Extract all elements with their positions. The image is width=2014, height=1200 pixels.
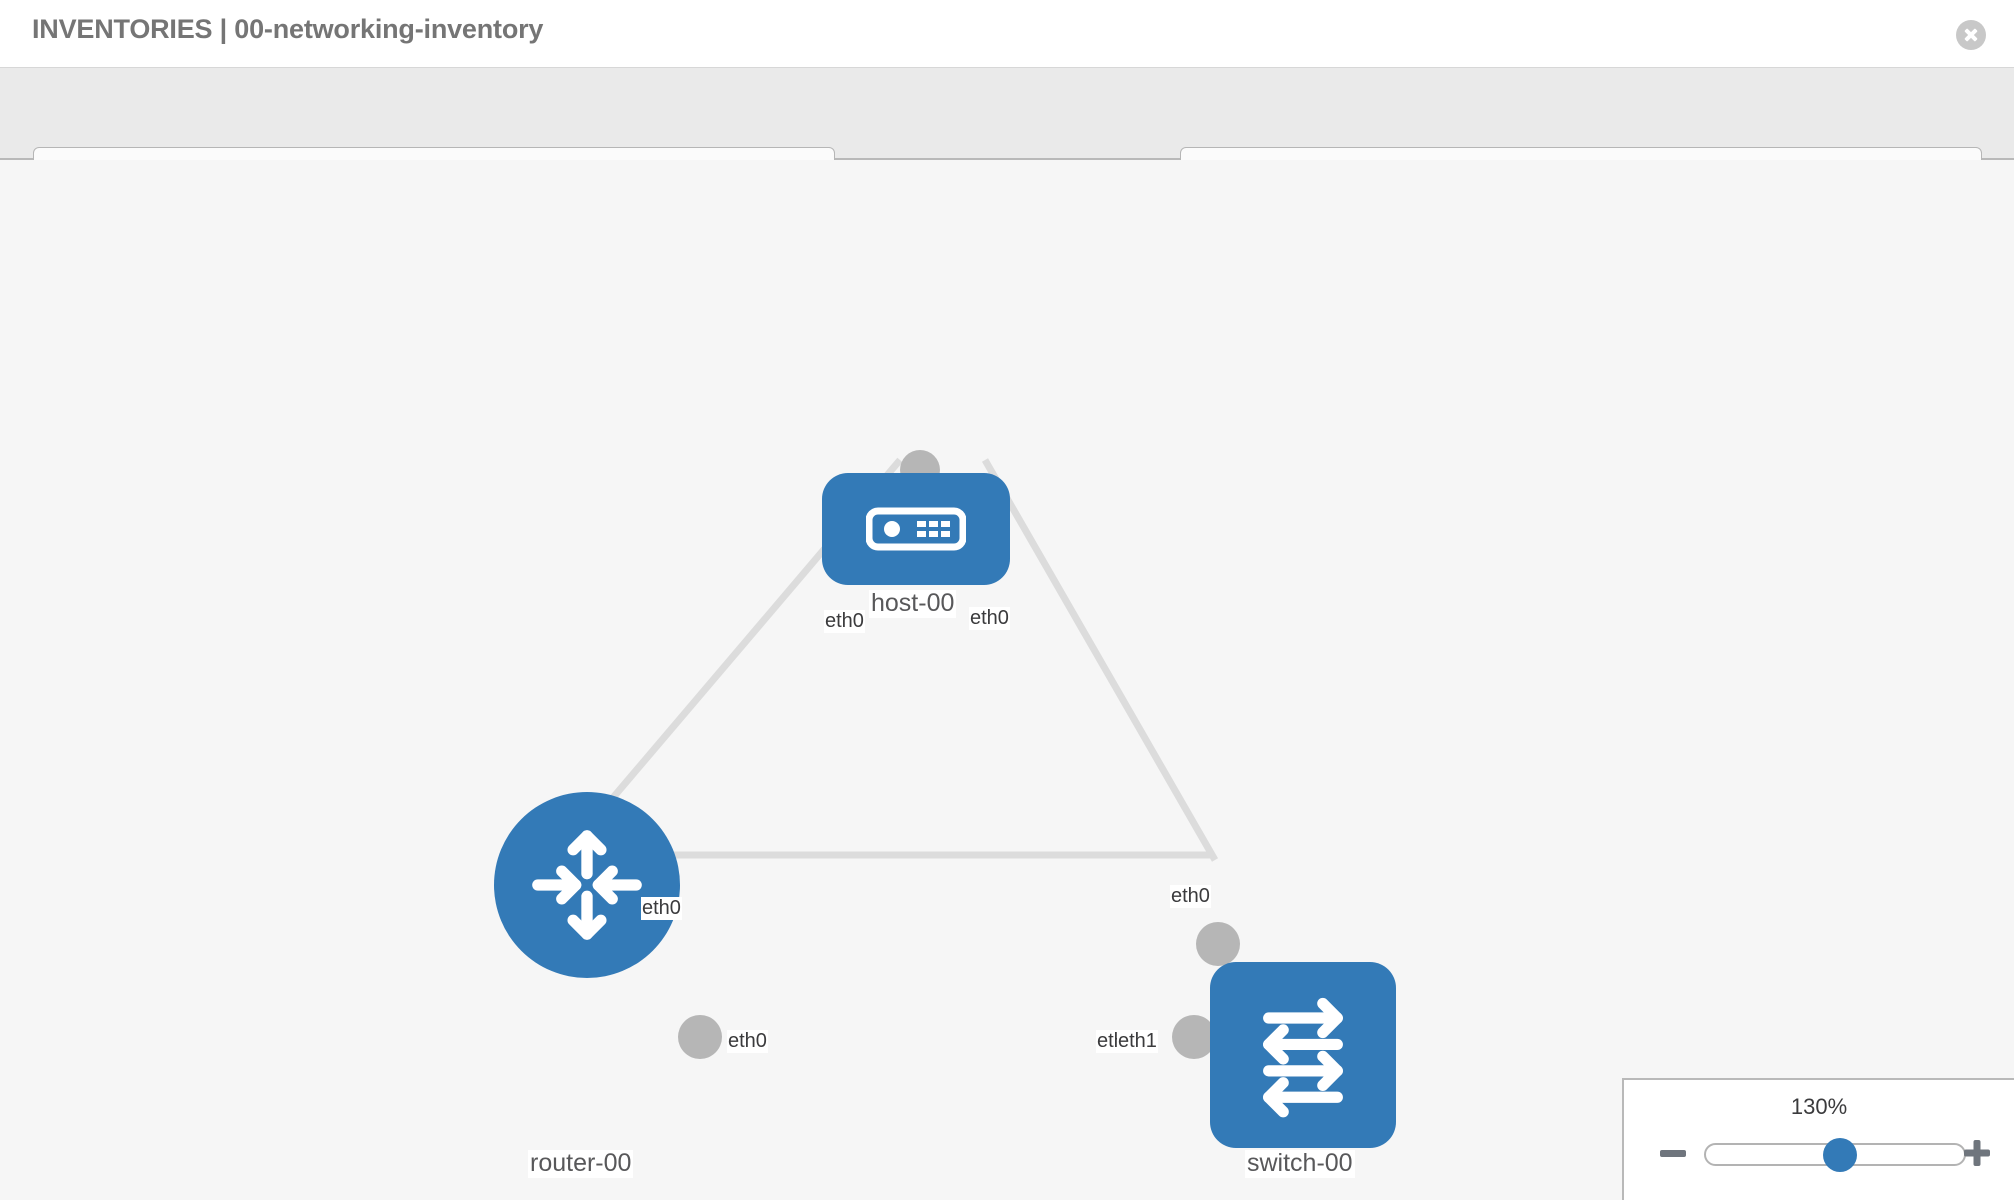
node-label-switch-00: switch-00 (1245, 1149, 1355, 1178)
port-marker (1172, 1015, 1216, 1059)
zoom-slider-row (1624, 1134, 2014, 1174)
page-title: INVENTORIES | 00-networking-inventory (32, 14, 544, 44)
minus-icon[interactable] (1660, 1150, 1686, 1157)
router-arrows-icon (532, 830, 642, 940)
port-marker (678, 1015, 722, 1059)
edge-label-router-switch-source: eth0 (727, 1030, 768, 1053)
close-icon[interactable] (1956, 20, 1986, 50)
edge-label-host-router-target: eth0 (641, 897, 682, 920)
server-icon (866, 507, 966, 551)
plus-icon[interactable] (1962, 1138, 1992, 1168)
edge-label-host-switch-target: eth0 (1170, 885, 1211, 908)
port-marker (1196, 922, 1240, 966)
node-label-router-00: router-00 (528, 1149, 634, 1178)
toolbar: ACTIONS SEARCH (0, 68, 2014, 201)
switch-arrows-icon (1263, 997, 1343, 1118)
node-router-00[interactable] (494, 792, 680, 978)
edge-label-host-switch-source: eth0 (969, 607, 1010, 630)
page-header: INVENTORIES | 00-networking-inventory (0, 0, 2014, 68)
node-label-host-00: host-00 (869, 589, 957, 618)
edge-label-host-router-source: eth0 (824, 610, 865, 633)
topology-canvas[interactable]: host-00 router-00 switch-00 eth0 eth0 et… (0, 160, 2014, 1200)
zoom-slider-thumb[interactable] (1823, 1137, 1858, 1172)
zoom-slider[interactable] (1704, 1137, 1966, 1172)
zoom-control-panel: 130% (1622, 1078, 2014, 1200)
zoom-percent-label: 130% (1790, 1094, 1848, 1119)
edge-label-router-switch-target: eth1 (1117, 1030, 1158, 1053)
node-switch-00[interactable] (1210, 962, 1396, 1148)
node-host-00[interactable] (822, 473, 1010, 585)
topology-edges (557, 457, 1219, 863)
